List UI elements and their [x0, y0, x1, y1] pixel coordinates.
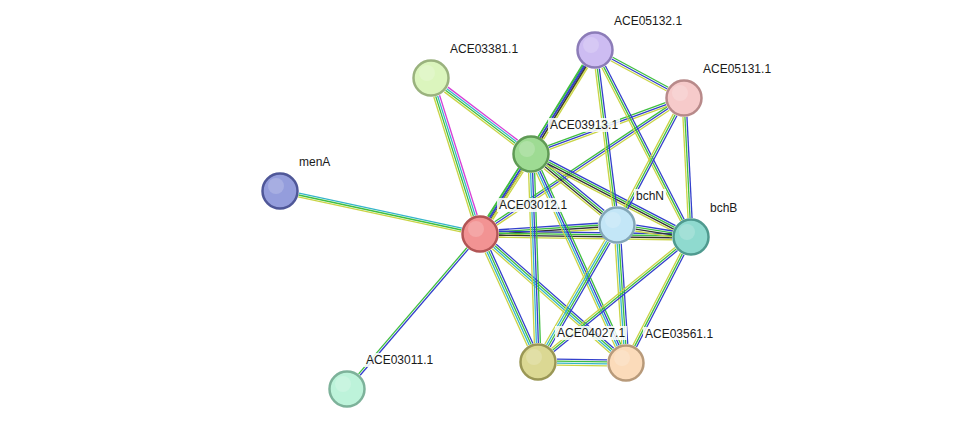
protein-node: ACE03561.1: [607, 344, 645, 382]
protein-node: ACE05132.1: [576, 31, 614, 69]
evidence-line: [595, 69, 612, 206]
evidence-line: [444, 92, 514, 145]
node-circle: [261, 172, 299, 210]
interaction-edge: [359, 248, 469, 375]
protein-node: ACE03381.1: [412, 59, 450, 97]
node-circle: [519, 343, 557, 381]
evidence-line: [635, 231, 671, 237]
node-circle: [412, 59, 450, 97]
protein-node: ACE03011.1: [328, 370, 366, 408]
node-circle: [607, 344, 645, 382]
interaction-edge: [298, 193, 462, 232]
node-label: ACE03913.1: [548, 118, 620, 132]
evidence-line: [487, 252, 529, 345]
evidence-line: [542, 170, 621, 344]
evidence-line: [360, 249, 468, 375]
node-circle: [328, 370, 366, 408]
protein-node: ACE03913.1: [512, 135, 550, 173]
evidence-line: [557, 365, 607, 367]
node-label: ACE05131.1: [701, 62, 773, 76]
interaction-edge: [624, 114, 677, 209]
protein-node: menA: [261, 172, 299, 210]
evidence-line: [436, 96, 474, 216]
interaction-edge: [444, 87, 517, 145]
evidence-line: [434, 97, 472, 217]
evidence-line: [613, 57, 669, 87]
evidence-line: [557, 359, 607, 361]
evidence-line: [612, 59, 668, 89]
node-circle: [665, 79, 703, 117]
interaction-edge: [434, 95, 477, 217]
interaction-edge: [557, 359, 607, 366]
node-label: bchB: [708, 201, 739, 215]
node-label: ACE04027.1: [555, 326, 627, 340]
node-circle: [576, 31, 614, 69]
protein-node: bchN: [598, 206, 636, 244]
interaction-edge: [536, 170, 621, 347]
evidence-line: [495, 107, 667, 222]
evidence-line: [299, 195, 462, 230]
node-label: ACE03012.1: [497, 198, 569, 212]
evidence-line: [448, 87, 518, 140]
node-circle: [598, 206, 636, 244]
evidence-line: [683, 117, 688, 218]
protein-node: ACE04027.1: [519, 343, 557, 381]
evidence-line: [628, 116, 677, 209]
node-circle: [461, 215, 499, 253]
node-circle: [512, 135, 550, 173]
interaction-edge: [683, 117, 692, 218]
evidence-line: [599, 69, 616, 206]
protein-node: ACE03012.1: [461, 215, 499, 253]
evidence-line: [446, 90, 516, 143]
node-label: menA: [297, 155, 332, 169]
interaction-edge: [495, 107, 670, 225]
evidence-line: [557, 361, 607, 363]
evidence-line: [624, 114, 673, 207]
evidence-line: [499, 237, 672, 239]
node-circle: [672, 218, 710, 256]
node-label: ACE03011.1: [364, 353, 435, 367]
protein-node: bchB: [672, 218, 710, 256]
interaction-edge: [499, 231, 672, 239]
evidence-line: [299, 193, 462, 228]
evidence-line: [497, 110, 669, 225]
interaction-edge: [548, 103, 667, 150]
evidence-line: [438, 96, 476, 216]
node-label: ACE03561.1: [643, 327, 715, 341]
node-label: ACE03381.1: [448, 42, 520, 56]
evidence-line: [359, 248, 467, 374]
evidence-line: [496, 109, 668, 224]
node-label: bchN: [634, 189, 666, 203]
evidence-line: [626, 115, 675, 208]
evidence-line: [557, 363, 607, 365]
interaction-edge: [611, 57, 668, 90]
evidence-line: [611, 61, 667, 91]
node-label: ACE05132.1: [612, 14, 684, 28]
evidence-line: [447, 89, 517, 142]
protein-node: ACE05131.1: [665, 79, 703, 117]
evidence-line: [549, 105, 666, 148]
evidence-line: [298, 197, 461, 232]
evidence-line: [597, 69, 614, 206]
interaction-edge: [635, 225, 672, 237]
